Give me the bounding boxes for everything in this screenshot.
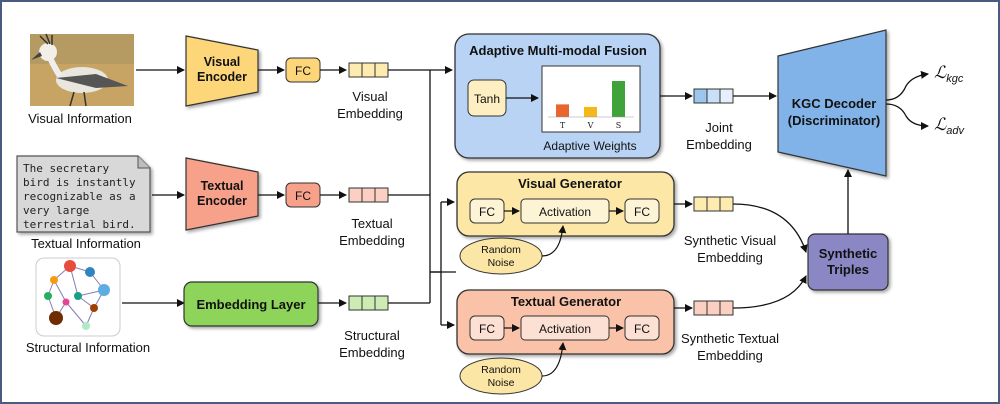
synthetic-triples: Synthetic Triples (807, 233, 889, 291)
textual-random-noise: Random Noise (459, 357, 543, 395)
svg-text:FC: FC (295, 189, 311, 203)
visual-embedding-label-1: Visual (352, 89, 387, 104)
svg-text:Noise: Noise (488, 377, 515, 389)
visual-random-noise: Random Noise (459, 237, 543, 275)
kgc-decoder: KGC Decoder (Discriminator) (777, 29, 887, 177)
weights-caption: Adaptive Weights (543, 139, 636, 153)
structural-info-label: Structural Information (26, 340, 150, 355)
svg-text:Visual: Visual (204, 55, 241, 69)
text-document: The secretary bird is instantly recogniz… (16, 155, 151, 233)
textual-embedding-label-1: Textual (351, 216, 392, 231)
fusion-title: Adaptive Multi-modal Fusion (469, 43, 647, 58)
visual-info-label: Visual Information (28, 111, 132, 126)
text-line-5: terrestrial bird. (23, 218, 136, 231)
svg-text:Activation: Activation (539, 322, 591, 336)
svg-text:FC: FC (479, 205, 495, 219)
textual-embedding-label-2: Embedding (339, 233, 405, 248)
embedding-layer: Embedding Layer (183, 281, 319, 327)
svg-text:(Discriminator): (Discriminator) (788, 113, 880, 128)
visual-embedding-vector (348, 62, 389, 78)
joint-embedding-label-2: Embedding (686, 137, 752, 152)
svg-text:FC: FC (479, 322, 495, 336)
synthetic-textual-embedding-vector (693, 300, 734, 316)
svg-text:KGC Decoder: KGC Decoder (792, 96, 877, 111)
textual-embedding-vector (348, 187, 389, 203)
weight-bar-label-v: V (587, 121, 594, 130)
svg-text:Random: Random (481, 364, 521, 376)
textual-generator: Textual Generator FC Activation FC (456, 289, 675, 355)
svg-text:Textual Generator: Textual Generator (511, 294, 621, 309)
structural-embedding-label-1: Structural (344, 328, 400, 343)
svg-text:Triples: Triples (827, 262, 869, 277)
loss-adv: ℒadv (934, 115, 965, 137)
svg-text:Textual: Textual (201, 179, 244, 193)
textual-info-label: Textual Information (31, 236, 141, 251)
svg-text:FC: FC (295, 64, 311, 78)
joint-embedding-label-1: Joint (705, 120, 733, 135)
joint-embedding-vector (693, 88, 734, 104)
weight-bar-t (556, 104, 569, 117)
synthetic-visual-embedding-vector (693, 196, 734, 212)
synthetic-textual-label-1: Synthetic Textual (681, 331, 779, 346)
svg-text:Synthetic: Synthetic (819, 246, 878, 261)
structural-embedding-label-2: Embedding (339, 345, 405, 360)
text-line-1: The secretary (23, 162, 109, 175)
loss-kgc: ℒkgc (934, 63, 964, 85)
structural-embedding-vector (348, 295, 389, 311)
svg-text:FC: FC (634, 322, 650, 336)
knowledge-graph-icon (35, 257, 121, 337)
visual-generator: Visual Generator FC Activation FC (456, 171, 675, 237)
visual-encoder: Visual Encoder (185, 35, 259, 107)
svg-text:FC: FC (634, 205, 650, 219)
adaptive-fusion-module: Adaptive Multi-modal Fusion Tanh T V S Ada… (454, 33, 661, 159)
svg-text:Noise: Noise (488, 257, 515, 269)
weight-bar-v (584, 106, 597, 117)
synthetic-textual-label-2: Embedding (697, 348, 763, 363)
visual-embedding-label-2: Embedding (337, 106, 403, 121)
svg-text:Embedding Layer: Embedding Layer (196, 297, 305, 312)
svg-text:Visual Generator: Visual Generator (518, 176, 622, 191)
svg-text:Encoder: Encoder (197, 70, 247, 84)
synthetic-visual-label-2: Embedding (697, 250, 763, 265)
weight-bar-label-s: S (616, 121, 621, 130)
text-line-3: recognizable as a (23, 190, 136, 203)
text-line-4: very large (23, 204, 89, 217)
textual-fc: FC (285, 182, 321, 208)
svg-text:Activation: Activation (539, 205, 591, 219)
visual-fc: FC (285, 57, 321, 83)
tanh-label: Tanh (474, 92, 500, 106)
synthetic-visual-label-1: Synthetic Visual (684, 233, 776, 248)
svg-text:Encoder: Encoder (197, 194, 247, 208)
bird-image (30, 33, 134, 107)
textual-encoder: Textual Encoder (185, 157, 259, 231)
weight-bar-s (612, 81, 625, 117)
weight-bar-label-t: T (560, 121, 566, 130)
svg-text:Random: Random (481, 244, 521, 256)
text-line-2: bird is instantly (23, 176, 136, 189)
